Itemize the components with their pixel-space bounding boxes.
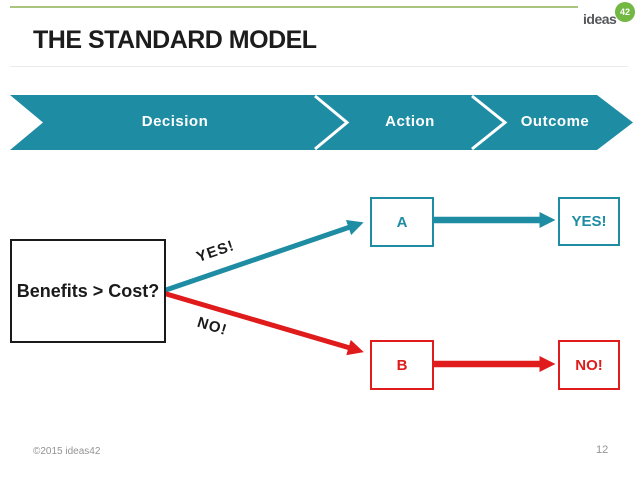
chevron-separator-1	[314, 94, 350, 151]
no-branch-arrow	[162, 290, 364, 356]
action-box-b: B	[370, 340, 434, 390]
decision-box: Benefits > Cost?	[10, 239, 166, 343]
process-step-action: Action	[385, 113, 435, 130]
process-chevron-band	[10, 95, 633, 150]
footer-copyright: ©2015 ideas42	[33, 446, 101, 457]
process-step-outcome: Outcome	[520, 113, 590, 130]
yes-branch-arrow	[162, 219, 364, 294]
action-box-a: A	[370, 197, 434, 247]
footer-page-number: 12	[596, 444, 609, 456]
title-divider	[10, 66, 628, 67]
slide-title: THE STANDARD MODEL	[33, 26, 317, 54]
ideas42-logo: ideas 42	[583, 2, 638, 30]
outcome-box-no: NO!	[558, 340, 620, 390]
logo-badge-circle: 42	[615, 2, 635, 22]
process-step-decision: Decision	[141, 113, 209, 130]
outcome-box-yes: YES!	[558, 197, 620, 246]
logo-text: ideas	[583, 11, 617, 27]
chevron-separator-2	[471, 94, 508, 151]
top-green-rule	[10, 6, 578, 8]
